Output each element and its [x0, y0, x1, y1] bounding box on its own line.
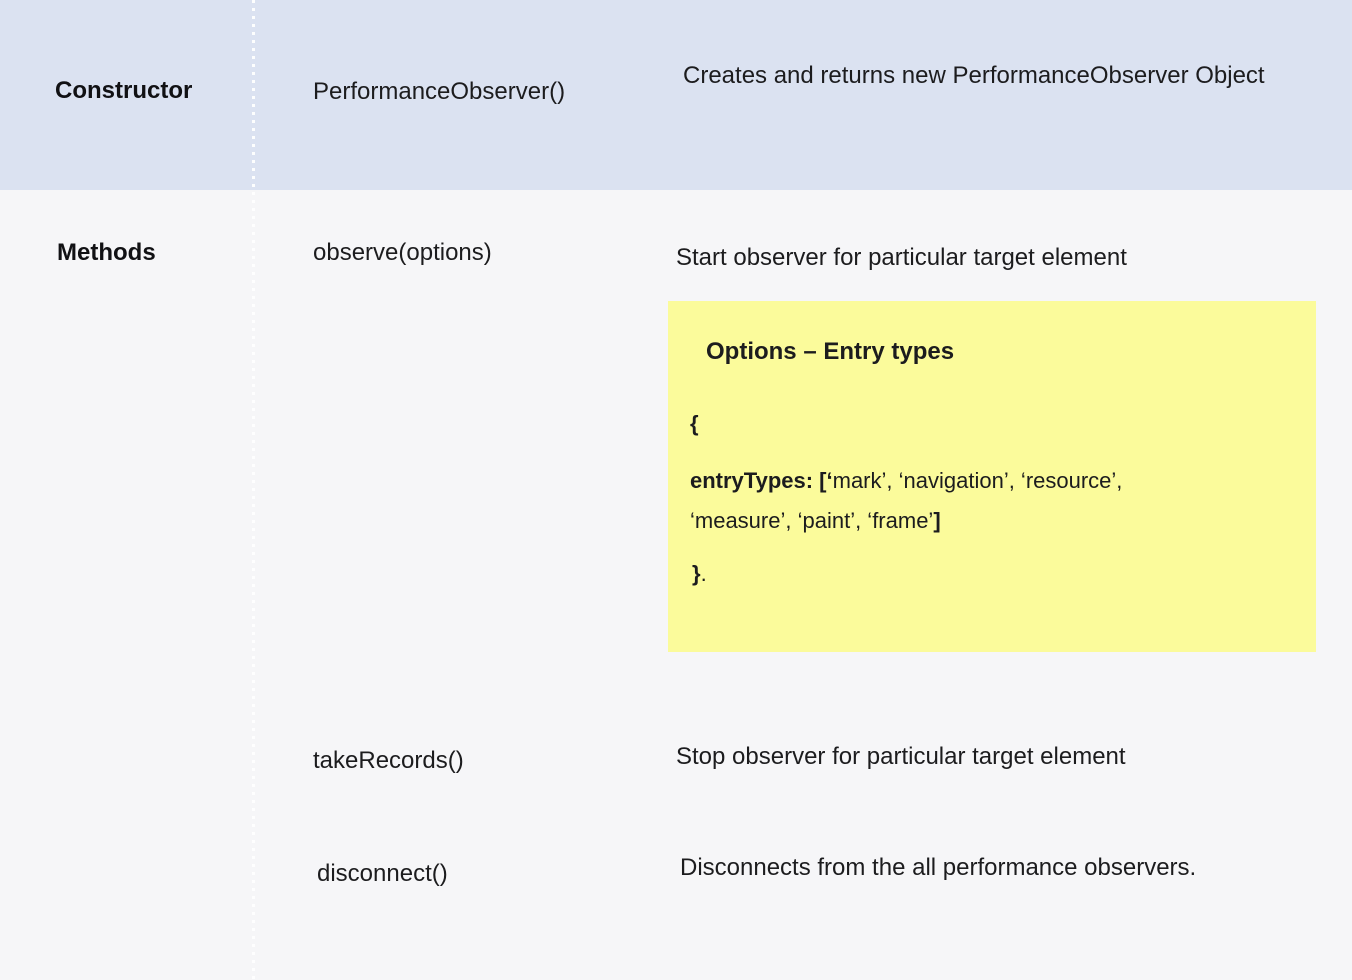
method-takerecords-signature: takeRecords()	[313, 747, 464, 774]
options-note-open-brace: {	[690, 411, 699, 436]
options-note-box	[668, 301, 1316, 652]
constructor-row-background	[0, 0, 1352, 190]
method-disconnect-signature: disconnect()	[317, 860, 448, 887]
entry-types-values: mark’, ‘navigation’, ‘resource’, ‘measur…	[690, 468, 1123, 533]
options-note-entry-types-line: entryTypes: [‘mark’, ‘navigation’, ‘reso…	[690, 461, 1205, 541]
options-note-title: Options – Entry types	[706, 338, 955, 365]
close-brace-period: .	[700, 561, 707, 586]
close-brace: }	[692, 561, 701, 586]
methods-section-label: Methods	[57, 239, 156, 266]
method-observe-description: Start observer for particular target ele…	[676, 244, 1127, 271]
method-disconnect-description: Disconnects from the all performance obs…	[680, 854, 1197, 881]
method-takerecords-description: Stop observer for particular target elem…	[676, 743, 1126, 770]
entry-types-closing-bracket: ]	[933, 508, 941, 533]
constructor-signature: PerformanceObserver()	[313, 78, 566, 105]
options-note-close-brace-line: }.	[692, 554, 707, 594]
column-divider	[252, 0, 255, 980]
constructor-description: Creates and returns new PerformanceObser…	[683, 62, 1265, 89]
entry-types-key: entryTypes: [‘	[690, 468, 833, 493]
method-observe-signature: observe(options)	[313, 239, 492, 266]
constructor-row-label: Constructor	[55, 77, 193, 104]
